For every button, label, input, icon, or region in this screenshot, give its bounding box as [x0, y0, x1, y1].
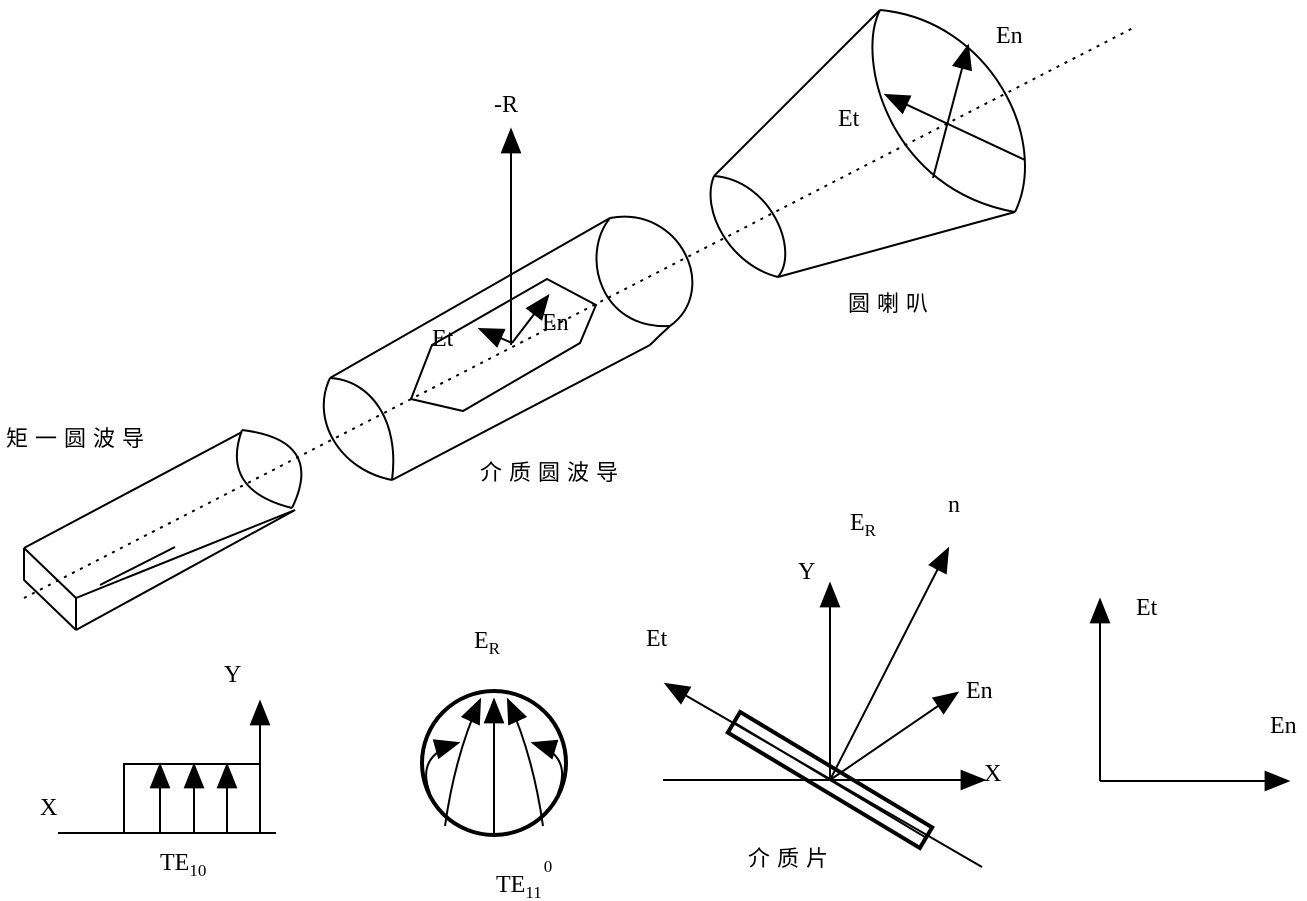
- label-horn-en: En: [996, 23, 1023, 49]
- label-dielectric-circ-waveguide: 介质圆波导: [480, 461, 625, 486]
- label-circular-horn: 圆喇叭: [848, 292, 935, 317]
- circular-horn: [709, 9, 1026, 278]
- axes-et-label: Et: [1136, 595, 1158, 621]
- slab-er-label: ER: [850, 510, 877, 540]
- inner-slab: [409, 277, 598, 413]
- et-en-panel: [1089, 597, 1291, 792]
- horn-en-arrow: [932, 43, 973, 179]
- label-rect-circ-waveguide: 矩一圆波导: [6, 427, 151, 452]
- slab-et-label: Et: [646, 626, 668, 652]
- te10-panel: [58, 699, 276, 834]
- wg-en-arrow: [511, 293, 550, 344]
- rect-circ-waveguide: [23, 429, 303, 631]
- label-wg-et: Et: [432, 326, 454, 352]
- axes-en-label: En: [1270, 713, 1297, 739]
- slab-y-label: Y: [798, 559, 815, 585]
- te11-er-label: ER: [474, 628, 501, 658]
- dielectric-circ-waveguide: [322, 215, 694, 481]
- wg-et-arrow: [477, 327, 513, 348]
- te10-mode-label: TE10: [160, 850, 206, 880]
- slab-panel: [663, 546, 987, 868]
- label-minus-r: -R: [494, 92, 518, 118]
- horn-et-arrow: [883, 93, 1026, 161]
- te11-panel: [420, 689, 568, 837]
- label-horn-et: Et: [838, 106, 860, 132]
- te11-mode-label: TE110: [496, 857, 552, 901]
- slab-en-label: En: [966, 678, 993, 704]
- slab-n-label: n: [948, 492, 960, 518]
- slab-x-label: X: [984, 761, 1001, 787]
- propagation-axis: [23, 26, 1136, 599]
- label-dielectric-slab: 介质片: [748, 847, 835, 872]
- te10-y-label: Y: [224, 662, 241, 688]
- label-wg-en: En: [542, 310, 569, 336]
- te10-x-label: X: [40, 795, 57, 821]
